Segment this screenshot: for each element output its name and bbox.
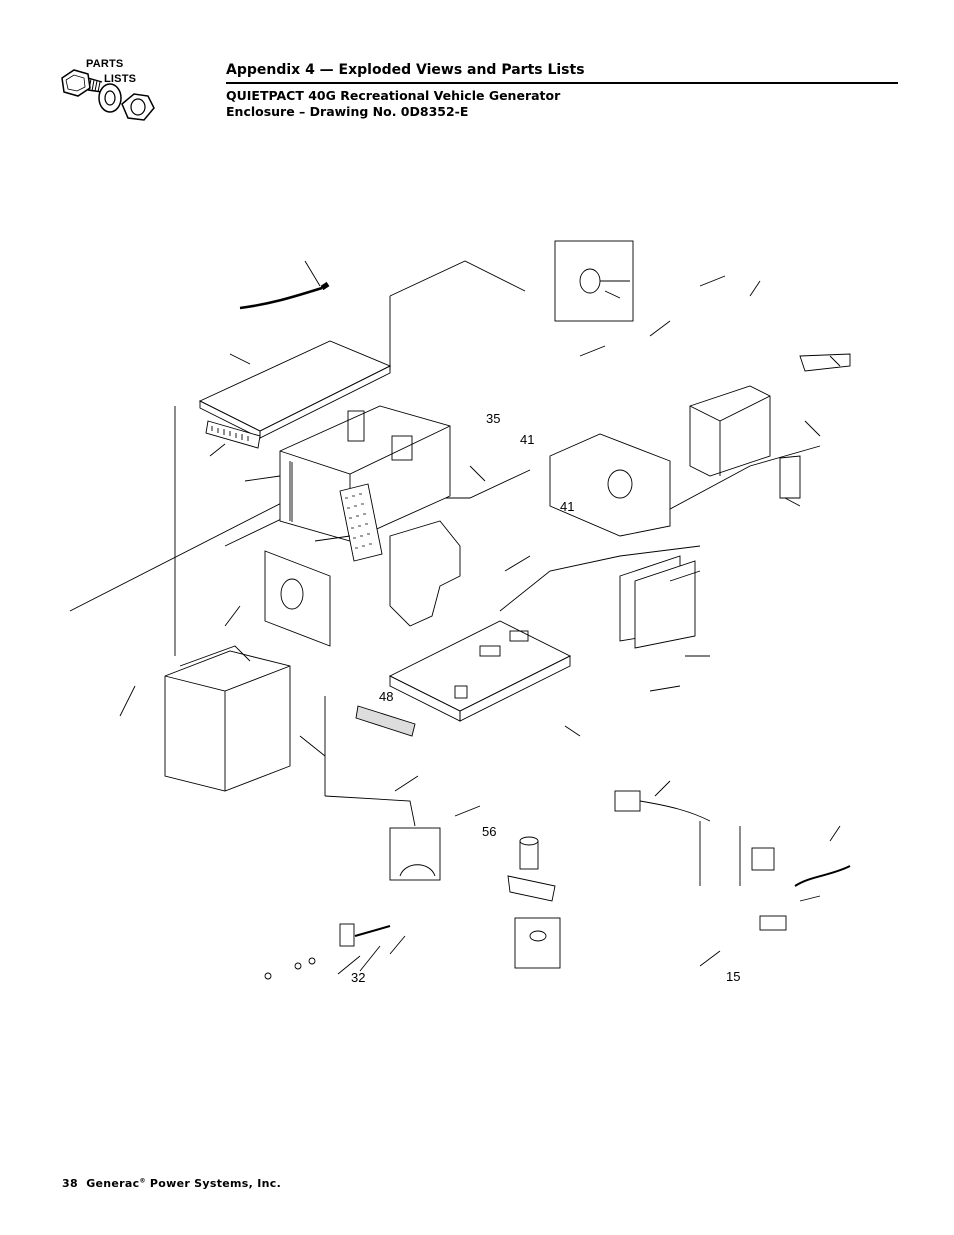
page-subtitle-model: QUIETPACT 40G Recreational Vehicle Gener… xyxy=(226,88,561,103)
logo-text-lists: LISTS xyxy=(104,73,137,85)
page-footer: 38 Generac® Power Systems, Inc. xyxy=(62,1177,281,1190)
exploded-view-drawing: 35 41 41 48 56 32 15 xyxy=(60,236,880,996)
page-title: Appendix 4 — Exploded Views and Parts Li… xyxy=(226,62,585,78)
parts-lists-logo: PARTS LISTS xyxy=(58,56,162,130)
exploded-view-illustration xyxy=(69,240,851,980)
callout-41-upper: 41 xyxy=(520,432,535,447)
page-subtitle-drawing: Enclosure – Drawing No. 0D8352-E xyxy=(226,104,469,119)
header-rule xyxy=(226,82,898,84)
callout-35: 35 xyxy=(486,411,501,426)
page-number: 38 xyxy=(62,1177,78,1190)
footer-company-suffix: Power Systems, Inc. xyxy=(149,1177,282,1190)
callout-32: 32 xyxy=(351,970,366,985)
callout-56: 56 xyxy=(482,824,497,839)
footer-company: Generac xyxy=(86,1177,140,1190)
nut-bolt-washer-icon xyxy=(61,69,155,121)
registered-mark: ® xyxy=(139,1177,146,1185)
callout-15: 15 xyxy=(726,969,741,984)
callout-41-lower: 41 xyxy=(560,499,575,514)
logo-text-parts: PARTS xyxy=(86,58,124,70)
callout-48: 48 xyxy=(379,689,394,704)
